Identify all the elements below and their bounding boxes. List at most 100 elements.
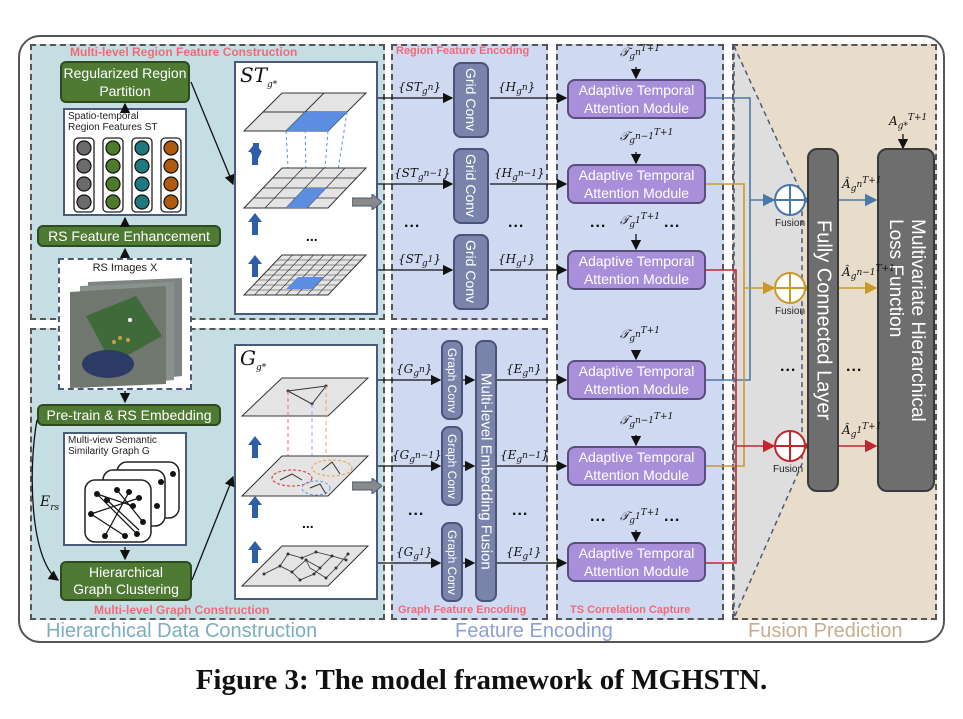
graph-conv-label: Graph Conv bbox=[445, 433, 459, 499]
graph-input-n: {Ggn} bbox=[396, 362, 433, 380]
feature-node bbox=[163, 158, 179, 174]
ellipsis: ... bbox=[780, 358, 797, 375]
temporal-input-1: 𝒯g1T+1 bbox=[620, 508, 660, 527]
semantic-graph-box: Multi-view Semantic Similarity Graph G bbox=[63, 432, 187, 546]
ellipsis: ... bbox=[664, 214, 681, 231]
feature-node bbox=[76, 194, 92, 210]
feature-node bbox=[163, 140, 179, 156]
atm-label-line-1: Adaptive Temporal bbox=[578, 363, 695, 379]
feature-node bbox=[105, 176, 121, 192]
loss-line-2: Loss Function bbox=[885, 218, 906, 337]
ellipsis: ... bbox=[508, 214, 525, 231]
loss-function-box: Multivariate Hierarchical Loss Function bbox=[877, 148, 935, 492]
atm-label-line-2: Attention Module bbox=[583, 100, 690, 116]
regularized-region-partition-label: Regularized Region Partition bbox=[63, 65, 187, 99]
ellipsis: ... bbox=[590, 508, 607, 525]
fully-connected-label: Fully Connected Layer bbox=[812, 219, 835, 421]
graph-conv-label: Graph Conv bbox=[445, 347, 459, 413]
atm-label-line-2: Attention Module bbox=[583, 467, 690, 483]
ellipsis: ... bbox=[590, 214, 607, 231]
atm-label-line-1: Adaptive Temporal bbox=[578, 253, 695, 269]
sublabel-region-encoding: Region Feature Encoding bbox=[396, 45, 530, 57]
temporal-input-1: 𝒯g1T+1 bbox=[620, 212, 660, 231]
graph-multilevel-panel: Gg* ... bbox=[234, 344, 378, 600]
e-rs-label: Ers bbox=[40, 494, 60, 513]
up-arrow-icon bbox=[248, 436, 262, 463]
region-input-n-1: {STgn−1} bbox=[394, 166, 451, 184]
pretrain-embedding-box: Pre-train & RS Embedding bbox=[37, 404, 221, 426]
atm-label-line-2: Attention Module bbox=[583, 271, 690, 287]
graph-conv-label: Graph Conv bbox=[445, 529, 459, 595]
graph-input-1: {Gg1} bbox=[396, 545, 433, 563]
graph-output-1: {Eg1} bbox=[506, 545, 542, 563]
graph-conv-box-n-1: Graph Conv bbox=[441, 426, 463, 506]
region-output-n: {Hgn} bbox=[498, 80, 536, 98]
region-input-n: {STgn} bbox=[398, 80, 442, 98]
prediction-n: ÂgnT+1 bbox=[842, 176, 882, 195]
feature-node bbox=[105, 140, 121, 156]
st-multilevel-panel: STg* ... bbox=[234, 61, 378, 315]
feature-columns bbox=[73, 137, 182, 213]
multi-view-graph-icon bbox=[84, 461, 180, 543]
grid-conv-box-n: Grid Conv bbox=[453, 62, 489, 138]
semantic-graph-title-1: Multi-view Semantic bbox=[68, 435, 157, 446]
multi-level-embedding-fusion-box: Multi-level Embedding Fusion bbox=[475, 340, 497, 602]
up-arrow-icon bbox=[248, 255, 262, 282]
feature-node bbox=[76, 176, 92, 192]
rs-images-box: RS Images X bbox=[58, 258, 192, 390]
grid-conv-box-n-1: Grid Conv bbox=[453, 148, 489, 224]
st-features-box: Spatio-temporal Region Features ST bbox=[63, 108, 187, 216]
graph-input-n-1: {Ggn−1} bbox=[392, 448, 442, 466]
temporal-input-n: 𝒯gnT+1 bbox=[620, 326, 661, 345]
feature-node bbox=[134, 194, 150, 210]
graph-layers: ... bbox=[240, 377, 370, 587]
atm-label-line-2: Attention Module bbox=[583, 381, 690, 397]
ellipsis: ... bbox=[846, 358, 863, 375]
graph-conv-box-1: Graph Conv bbox=[441, 522, 463, 602]
atm-label-line-1: Adaptive Temporal bbox=[578, 167, 695, 183]
region-input-1: {STg1} bbox=[398, 252, 441, 270]
satellite-image-stack bbox=[70, 278, 182, 388]
ground-truth-label: Ag*T+1 bbox=[889, 113, 928, 132]
atm-label-line-1: Adaptive Temporal bbox=[578, 545, 695, 561]
st-features-title-2: Region Features ST bbox=[68, 122, 158, 133]
g-panel-title: Gg* bbox=[240, 346, 267, 373]
hierarchical-clustering-label-2: Graph Clustering bbox=[73, 581, 179, 597]
sublabel-ts-correlation: TS Correlation Capture bbox=[570, 604, 691, 616]
feature-node bbox=[163, 194, 179, 210]
section-label-data-construction: Hierarchical Data Construction bbox=[46, 620, 318, 642]
feature-node bbox=[134, 140, 150, 156]
figure-caption: Figure 3: The model framework of MGHSTN. bbox=[195, 664, 768, 696]
regularized-region-partition-box: Regularized Region Partition bbox=[60, 61, 190, 103]
feature-node bbox=[76, 158, 92, 174]
svg-text:...: ... bbox=[302, 515, 314, 531]
fusion-label: Fusion bbox=[775, 306, 806, 317]
prediction-1: Âg1T+1 bbox=[842, 422, 882, 441]
sublabel-graph-construction: Multi-level Graph Construction bbox=[94, 603, 270, 617]
region-output-1: {Hg1} bbox=[498, 252, 536, 270]
grid-conv-label: Grid Conv bbox=[463, 154, 479, 218]
loss-function-label: Multivariate Hierarchical Loss Function bbox=[884, 219, 928, 422]
grid-conv-box-1: Grid Conv bbox=[453, 234, 489, 310]
pretrain-embedding-label: Pre-train & RS Embedding bbox=[46, 407, 212, 423]
st-panel-title: STg* bbox=[240, 63, 278, 90]
ellipsis: ... bbox=[664, 508, 681, 525]
hierarchical-clustering-label-1: Hierarchical bbox=[89, 564, 163, 580]
sublabel-region-construction: Multi-level Region Feature Construction bbox=[70, 45, 298, 59]
section-label-feature-encoding: Feature Encoding bbox=[455, 620, 613, 642]
up-arrow-icon bbox=[248, 541, 262, 568]
atm-label-line-1: Adaptive Temporal bbox=[578, 82, 695, 98]
up-arrow-icon bbox=[248, 496, 262, 523]
fusion-label: Fusion bbox=[773, 464, 804, 475]
feature-column bbox=[160, 137, 182, 213]
up-arrow-icon bbox=[248, 213, 262, 240]
transfer-arrow-icon bbox=[351, 476, 383, 499]
temporal-input-n: 𝒯gnT+1 bbox=[620, 44, 661, 63]
feature-node bbox=[134, 176, 150, 192]
